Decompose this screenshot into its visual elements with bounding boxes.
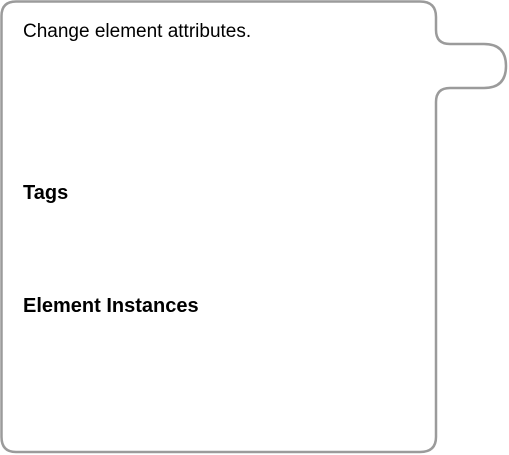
tags-heading: Tags [23,182,69,204]
tags-list [14,210,422,285]
element-instances-heading: Element Instances [23,295,199,317]
panel-description: Change element attributes. [23,21,252,42]
element-instances-list [14,324,422,434]
